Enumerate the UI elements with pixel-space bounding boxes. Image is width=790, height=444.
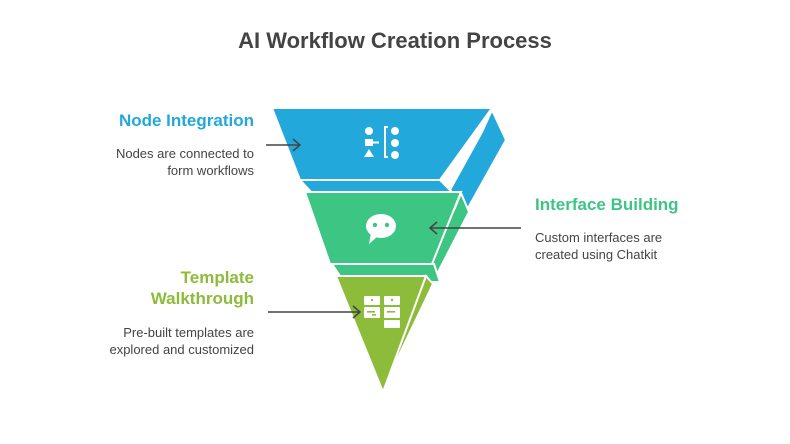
stage-3-description-line: explored and customized xyxy=(109,342,254,357)
stage-1-description-line: form workflows xyxy=(167,163,254,178)
node-hierarchy-icon xyxy=(364,126,399,159)
stage-2-description-line: Custom interfaces are xyxy=(535,230,663,245)
stage-2-description: Custom interfaces are created using Chat… xyxy=(535,229,755,263)
stage-3-front xyxy=(334,275,428,395)
stage-2-description-line: created using Chatkit xyxy=(535,247,658,262)
template-cards-icon xyxy=(364,296,400,328)
arrow-interface-building xyxy=(428,221,521,235)
diagram-title: AI Workflow Creation Process xyxy=(238,28,552,53)
stage-3-description: Pre-built templates are explored and cus… xyxy=(60,324,254,358)
stage-1-description-line: Nodes are connected to xyxy=(115,146,254,161)
stage-3-heading-line: Template xyxy=(180,268,254,287)
stage-3-description-line: Pre-built templates are xyxy=(123,325,254,340)
stage-1-front xyxy=(270,107,494,181)
funnel-stage-template-walkthrough xyxy=(334,274,435,395)
stage-1-description: Nodes are connected to form workflows xyxy=(60,145,254,179)
stage-3-heading: Template Walkthrough xyxy=(60,267,254,309)
funnel-stage-interface-building xyxy=(303,190,471,283)
arrow-template-walkthrough xyxy=(268,305,362,319)
arrow-node-integration xyxy=(266,138,302,152)
chat-bubble-icon xyxy=(366,214,396,244)
stage-3-heading-line: Walkthrough xyxy=(150,289,254,308)
stage-1-heading: Node Integration xyxy=(118,111,254,130)
stage-2-heading: Interface Building xyxy=(535,195,679,214)
